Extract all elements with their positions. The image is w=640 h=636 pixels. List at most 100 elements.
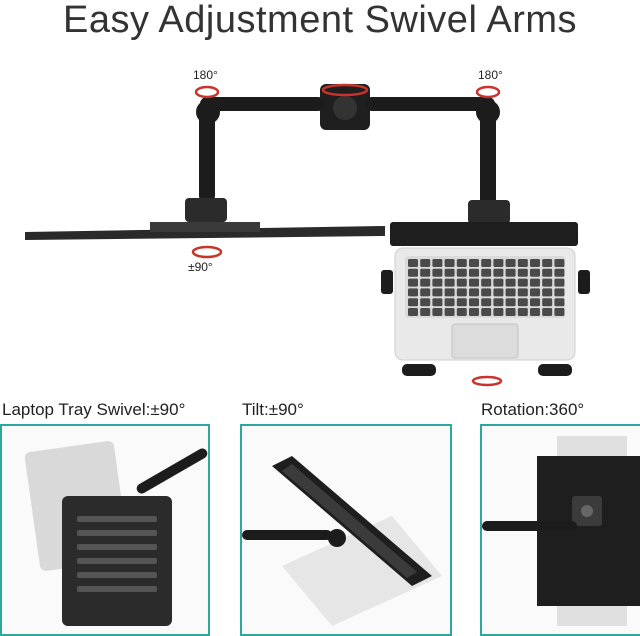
rotate-arrow-icon (321, 83, 369, 97)
keyboard-key (517, 308, 528, 316)
keyboard-key (420, 278, 431, 287)
keyboard-key (469, 259, 479, 267)
keyboard-key (554, 298, 565, 307)
keyboard-key (530, 278, 540, 287)
keyboard-key (554, 288, 565, 297)
keyboard-key (432, 298, 443, 307)
keyboard-key (542, 259, 553, 267)
keyboard-key (530, 308, 540, 316)
keyboard-key (456, 259, 467, 267)
keyboard-key (420, 298, 431, 307)
caption-rotation: Rotation:360° (481, 400, 585, 419)
keyboard-key (456, 298, 467, 307)
keyboard-key (493, 259, 504, 267)
keyboard-key (432, 308, 443, 316)
keyboard-key (554, 278, 565, 287)
keyboard-key (420, 259, 431, 267)
rotate-arrow-icon (475, 85, 501, 99)
angle-label-left: 180° (193, 68, 218, 82)
keyboard-key (542, 288, 553, 297)
keyboard-key (444, 268, 455, 277)
keyboard-key (432, 268, 443, 277)
caption-tilt: Tilt:±90° (242, 400, 304, 419)
keyboard-key (505, 259, 516, 267)
keyboard-key (481, 278, 492, 287)
keyboard-key (408, 268, 418, 277)
keyboard-key (432, 288, 443, 297)
keyboard-key (456, 288, 467, 297)
keyboard-key (481, 259, 492, 267)
keyboard-key (542, 298, 553, 307)
keyboard-key (517, 259, 528, 267)
keyboard-key (444, 308, 455, 316)
rotation-illustration (482, 436, 640, 626)
keyboard-key (505, 298, 516, 307)
right-arm-upper (365, 97, 495, 111)
tilt-illustration (242, 456, 442, 626)
keyboard-key (408, 259, 418, 267)
keyboard-key (456, 278, 467, 287)
keyboard-key (444, 298, 455, 307)
keyboard-key (420, 308, 431, 316)
keyboard-key (542, 268, 553, 277)
keyboard-key (530, 259, 540, 267)
keyboard (405, 256, 565, 318)
keyboard-key (420, 288, 431, 297)
keyboard-key (432, 278, 443, 287)
rotate-arrow-icon (194, 85, 220, 99)
panel-rotation (480, 424, 640, 636)
keyboard-key (469, 288, 479, 297)
caption-tray-swivel: Laptop Tray Swivel:±90° (2, 400, 186, 419)
keyboard-key (505, 308, 516, 316)
keyboard-key (469, 268, 479, 277)
angle-label-right: 180° (478, 68, 503, 82)
keyboard-key (481, 268, 492, 277)
keyboard-key (505, 288, 516, 297)
left-arm-drop (199, 112, 215, 202)
keyboard-key (408, 278, 418, 287)
keyboard-key (542, 308, 553, 316)
keyboard-key (554, 259, 565, 267)
keyboard-key (554, 268, 565, 277)
panel-tray-swivel (0, 424, 210, 636)
keyboard-key (517, 298, 528, 307)
monitor-edge (25, 226, 385, 240)
keyboard-key (481, 308, 492, 316)
keyboard-key (456, 268, 467, 277)
keyboard-key (408, 308, 418, 316)
rotate-arrow-icon (191, 245, 223, 259)
keyboard-key (456, 308, 467, 316)
keyboard-key (493, 298, 504, 307)
keyboard-key (530, 268, 540, 277)
keyboard-key (481, 288, 492, 297)
keyboard-key (469, 308, 479, 316)
keyboard-key (420, 268, 431, 277)
keyboard-key (444, 288, 455, 297)
angle-label-tray: ±90° (188, 260, 213, 274)
keyboard-key (517, 268, 528, 277)
keyboard-key (432, 259, 443, 267)
page-title: Easy Adjustment Swivel Arms (62, 0, 577, 41)
keyboard-key (469, 298, 479, 307)
right-arm-drop (480, 112, 496, 207)
keyboard-key (408, 298, 418, 307)
keyboard-key (444, 278, 455, 287)
keyboard-key (408, 288, 418, 297)
trackpad (451, 323, 519, 359)
panel-tilt (240, 424, 452, 636)
keyboard-key (530, 298, 540, 307)
keyboard-key (444, 259, 455, 267)
left-arm-upper (200, 97, 325, 111)
keyboard-key (493, 288, 504, 297)
keyboard-key (493, 268, 504, 277)
keyboard-key (505, 268, 516, 277)
laptop-tray-top (390, 222, 578, 246)
keyboard-key (542, 278, 553, 287)
keyboard-key (554, 308, 565, 316)
dual-arm-illustration (25, 83, 590, 387)
keyboard-key (493, 308, 504, 316)
tray-swivel-illustration (24, 441, 208, 626)
rotate-arrow-icon (471, 375, 503, 387)
keyboard-key (493, 278, 504, 287)
keyboard-key (517, 278, 528, 287)
